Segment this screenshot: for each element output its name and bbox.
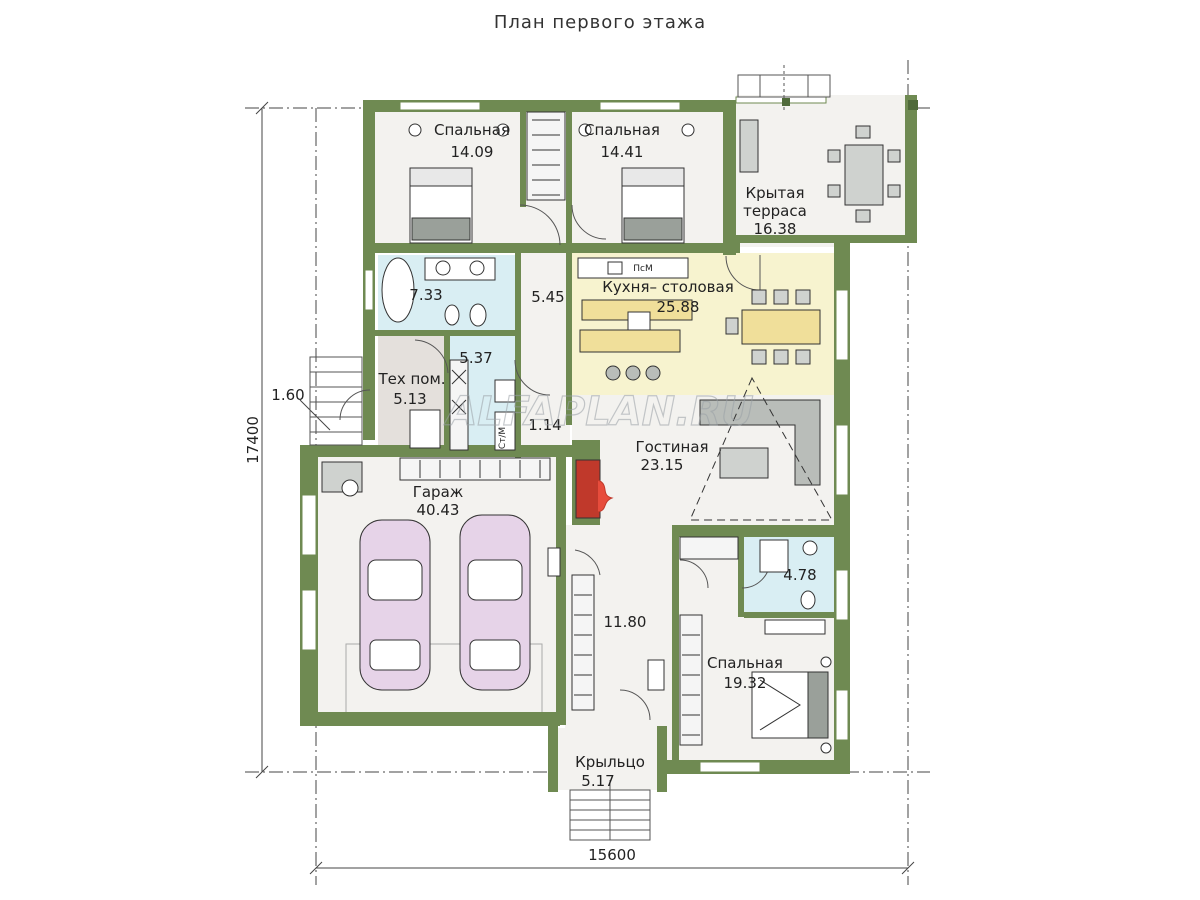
- bed-bedroom-1: [409, 167, 473, 244]
- plan-title: План первого этажа: [494, 12, 706, 33]
- windows: [301, 96, 849, 773]
- laundry-area: 5.37: [459, 349, 492, 367]
- living-sofa: [699, 399, 821, 486]
- column-markers: [782, 98, 918, 110]
- nightstand-lamp-icons: [408, 123, 832, 754]
- kitchen-fixtures: [577, 257, 693, 381]
- kitchen-name: Кухня– столовая: [602, 278, 733, 296]
- kitchen-area: 25.88: [657, 298, 700, 316]
- terrace-dining-table: [739, 119, 901, 223]
- walls: [300, 95, 917, 792]
- bed-bedroom-3: [751, 671, 829, 739]
- tv-viewing-lines: [689, 376, 833, 521]
- terrace-name-line1: Крытая: [746, 184, 805, 202]
- washer-label: Ст/М: [498, 427, 508, 449]
- bedroom-3-area: 19.32: [724, 674, 767, 692]
- bath-small-area: 4.78: [783, 566, 816, 584]
- porch-name: Крыльцо: [575, 753, 645, 771]
- living-name: Гостиная: [635, 438, 708, 456]
- corridor-area: 5.45: [531, 288, 564, 306]
- bedroom-2-name: Спальная: [584, 121, 660, 139]
- living-area: 23.15: [641, 456, 684, 474]
- hall-area: 11.80: [604, 613, 647, 631]
- laundry-fixtures: [409, 379, 516, 451]
- bedroom-1-area: 14.09: [451, 143, 494, 161]
- dimension-porch-step: 1.60: [271, 386, 304, 404]
- closet-area: 1.14: [528, 416, 561, 434]
- bedroom-3-name: Спальная: [707, 654, 783, 672]
- bed-bedroom-2: [621, 167, 685, 244]
- kitchen-dining-table: [725, 289, 821, 365]
- garage-workbench: [321, 461, 363, 497]
- terrace-name-line2: терраса: [743, 202, 807, 220]
- garage-name: Гараж: [413, 483, 464, 501]
- wardrobes: [399, 111, 739, 746]
- garage-area: 40.43: [417, 501, 460, 519]
- tech-name: Тех пом.: [377, 370, 445, 388]
- dimension-height: 17400: [244, 416, 262, 464]
- fireplace-icon: [575, 459, 614, 519]
- dimension-width: 15600: [588, 846, 636, 864]
- room-labels: Спальная 14.09 Спальная 14.41 Крытая тер…: [377, 121, 816, 790]
- watermark: ALFAPLAN.RU: [443, 389, 753, 435]
- terrace-area: 16.38: [754, 220, 797, 238]
- car-right: [459, 514, 531, 691]
- hall-fixtures: [547, 547, 665, 691]
- tech-area: 5.13: [393, 390, 426, 408]
- car-left: [359, 519, 431, 691]
- bathroom-fixtures: [381, 257, 826, 635]
- bathroom-area: 7.33: [409, 286, 442, 304]
- side-steps: [309, 356, 363, 446]
- bedroom-2-area: 14.41: [601, 143, 644, 161]
- fridge-label: ПсМ: [633, 264, 652, 274]
- wardrobe-hatching: [419, 119, 700, 736]
- bedroom-1-name: Спальная: [434, 121, 510, 139]
- porch-steps: [569, 780, 651, 841]
- porch-area: 5.17: [581, 772, 614, 790]
